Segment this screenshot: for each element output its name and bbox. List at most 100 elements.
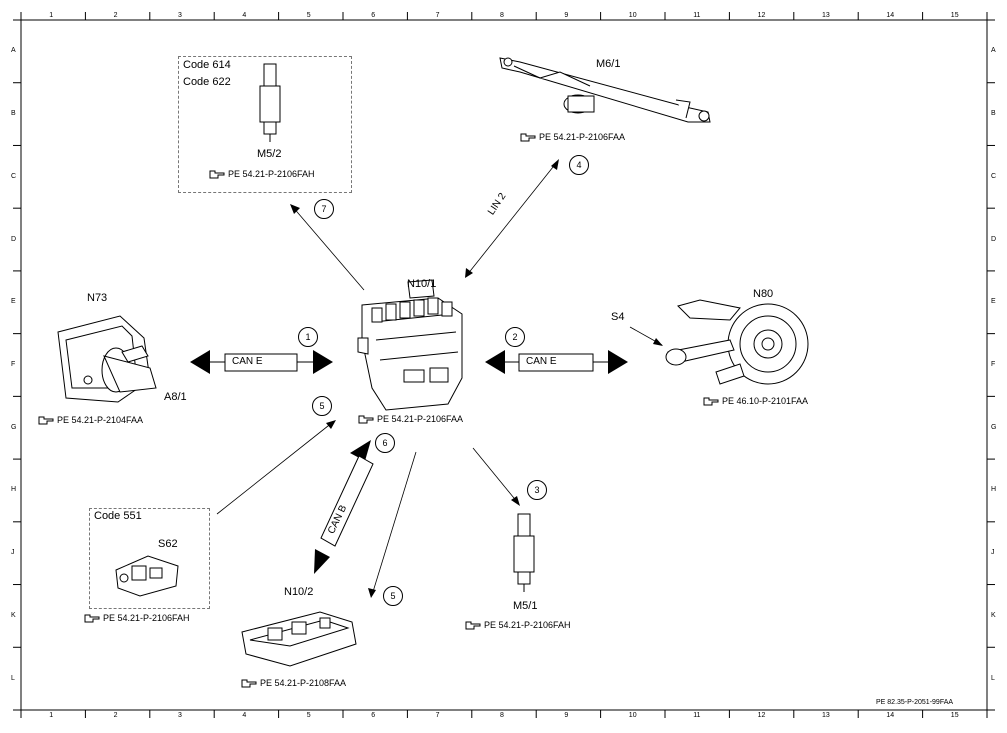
pointing-hand-icon — [520, 133, 536, 142]
grid-row-label: A — [991, 47, 996, 55]
callout-5b: 5 — [383, 586, 403, 606]
grid-row-label: J — [11, 549, 15, 557]
pointing-hand-icon — [465, 621, 481, 630]
ref-text: PE 54.21-P-2106FAH — [103, 613, 190, 623]
n73-ref: PE 54.21-P-2104FAA — [38, 415, 143, 426]
grid-row-label: K — [11, 611, 16, 619]
grid-column-label: 11 — [693, 712, 701, 719]
m5-1-drawing — [513, 513, 535, 592]
callout-4: 4 — [569, 155, 589, 175]
grid-column-label: 15 — [950, 712, 959, 719]
line-to-s62 — [216, 421, 334, 515]
m6-1-label: M6/1 — [596, 58, 621, 70]
code-box-s62 — [89, 508, 210, 609]
document-id: PE 82.35-P-2051-99FAA — [876, 699, 954, 706]
grid-column-label: 11 — [693, 12, 701, 19]
ref-text: PE 54.21-P-2108FAA — [260, 678, 347, 688]
n10-2-ref: PE 54.21-P-2108FAA — [241, 678, 346, 689]
grid-row-label: C — [11, 172, 17, 180]
grid-row-label: H — [991, 486, 997, 494]
grid-row-label: D — [991, 235, 997, 243]
grid-column-label: 13 — [822, 12, 830, 19]
line-lin2 — [466, 161, 558, 276]
arrowhead-n10-2 — [368, 588, 376, 598]
n80-drawing — [665, 299, 809, 385]
n10-1-label: N10/1 — [407, 278, 437, 290]
grid-row-label: J — [991, 549, 995, 557]
s62-drawing — [115, 555, 179, 597]
pointing-hand-icon — [209, 170, 225, 179]
code-614-label: Code 614 — [183, 59, 231, 71]
pointing-hand-icon — [703, 397, 719, 406]
callout-2: 2 — [505, 327, 525, 347]
callout-5: 5 — [312, 396, 332, 416]
m6-1-drawing — [499, 57, 711, 123]
grid-column-label: 6 — [371, 712, 376, 719]
grid-ticks — [13, 12, 995, 718]
grid-column-label: 8 — [500, 712, 504, 719]
line-to-m5-1 — [472, 447, 519, 504]
drawing-frame — [20, 19, 988, 711]
arrowhead-m5-1 — [511, 496, 520, 506]
arrowhead-lin2-top — [551, 159, 559, 170]
s62-ref: PE 54.21-P-2106FAH — [84, 613, 190, 624]
n10-1-module-drawing — [357, 279, 463, 411]
grid-column-label: 3 — [178, 12, 182, 19]
grid-row-label: F — [11, 361, 16, 368]
m5-2-label: M5/2 — [257, 148, 282, 160]
ref-text: PE 46.10-P-2101FAA — [722, 396, 809, 406]
grid-column-label: 12 — [757, 12, 766, 19]
m5-1-ref: PE 54.21-P-2106FAH — [465, 620, 571, 631]
ref-text: PE 54.21-P-2106FAA — [377, 414, 464, 424]
code-551-label: Code 551 — [94, 510, 142, 522]
n73-label: N73 — [87, 292, 108, 304]
grid-column-label: 12 — [757, 712, 766, 719]
can-b-bus — [314, 440, 374, 574]
arrowhead-s4 — [653, 338, 663, 346]
grid-column-label: 6 — [371, 12, 376, 19]
n80-label: N80 — [753, 288, 774, 300]
grid-row-label: B — [991, 110, 996, 118]
grid-row-label: B — [11, 110, 16, 118]
grid-row-label: G — [991, 423, 997, 431]
grid-column-label: 9 — [564, 12, 569, 19]
grid-column-label: 14 — [886, 12, 895, 19]
can-e-right-label: CAN E — [526, 356, 557, 367]
callout-3: 3 — [527, 480, 547, 500]
arrowhead-s62 — [326, 420, 336, 429]
grid-row-label: F — [991, 361, 996, 368]
m6-1-ref: PE 54.21-P-2106FAA — [520, 132, 625, 143]
line-to-m5-2 — [291, 205, 365, 291]
n80-ref: PE 46.10-P-2101FAA — [703, 396, 808, 407]
n10-2-label: N10/2 — [284, 586, 314, 598]
code-box-m5-2 — [178, 56, 352, 193]
line-to-n10-2-5 — [371, 451, 417, 596]
grid-column-label: 1 — [49, 712, 54, 719]
grid-column-label: 2 — [113, 712, 118, 719]
grid-column-label: 2 — [113, 12, 118, 19]
grid-column-label: 14 — [886, 712, 895, 719]
can-e-left-bus — [190, 350, 333, 374]
grid-row-label: H — [11, 486, 17, 494]
grid-row-label: L — [991, 674, 995, 682]
ref-text: PE 54.21-P-2106FAA — [539, 132, 626, 142]
arrowhead-m5-2 — [290, 204, 300, 214]
grid-row-label: A — [11, 47, 16, 55]
a8-1-label: A8/1 — [164, 391, 187, 403]
n10-2-drawing — [241, 611, 357, 667]
callout-1: 1 — [298, 327, 318, 347]
grid-row-label: E — [11, 298, 16, 306]
grid-column-label: 15 — [950, 12, 959, 19]
m5-2-ref: PE 54.21-P-2106FAH — [209, 169, 315, 180]
grid-column-label: 10 — [628, 12, 637, 19]
grid-column-label: 4 — [242, 712, 247, 719]
grid-column-label: 3 — [178, 712, 182, 719]
grid-column-label: 4 — [242, 12, 247, 19]
arrowhead-lin2-bottom — [465, 268, 473, 278]
ref-text: PE 54.21-P-2106FAH — [484, 620, 571, 630]
grid-column-label: 13 — [822, 712, 830, 719]
code-622-label: Code 622 — [183, 76, 231, 88]
n10-1-ref: PE 54.21-P-2106FAA — [358, 414, 463, 425]
callout-6: 6 — [375, 433, 395, 453]
